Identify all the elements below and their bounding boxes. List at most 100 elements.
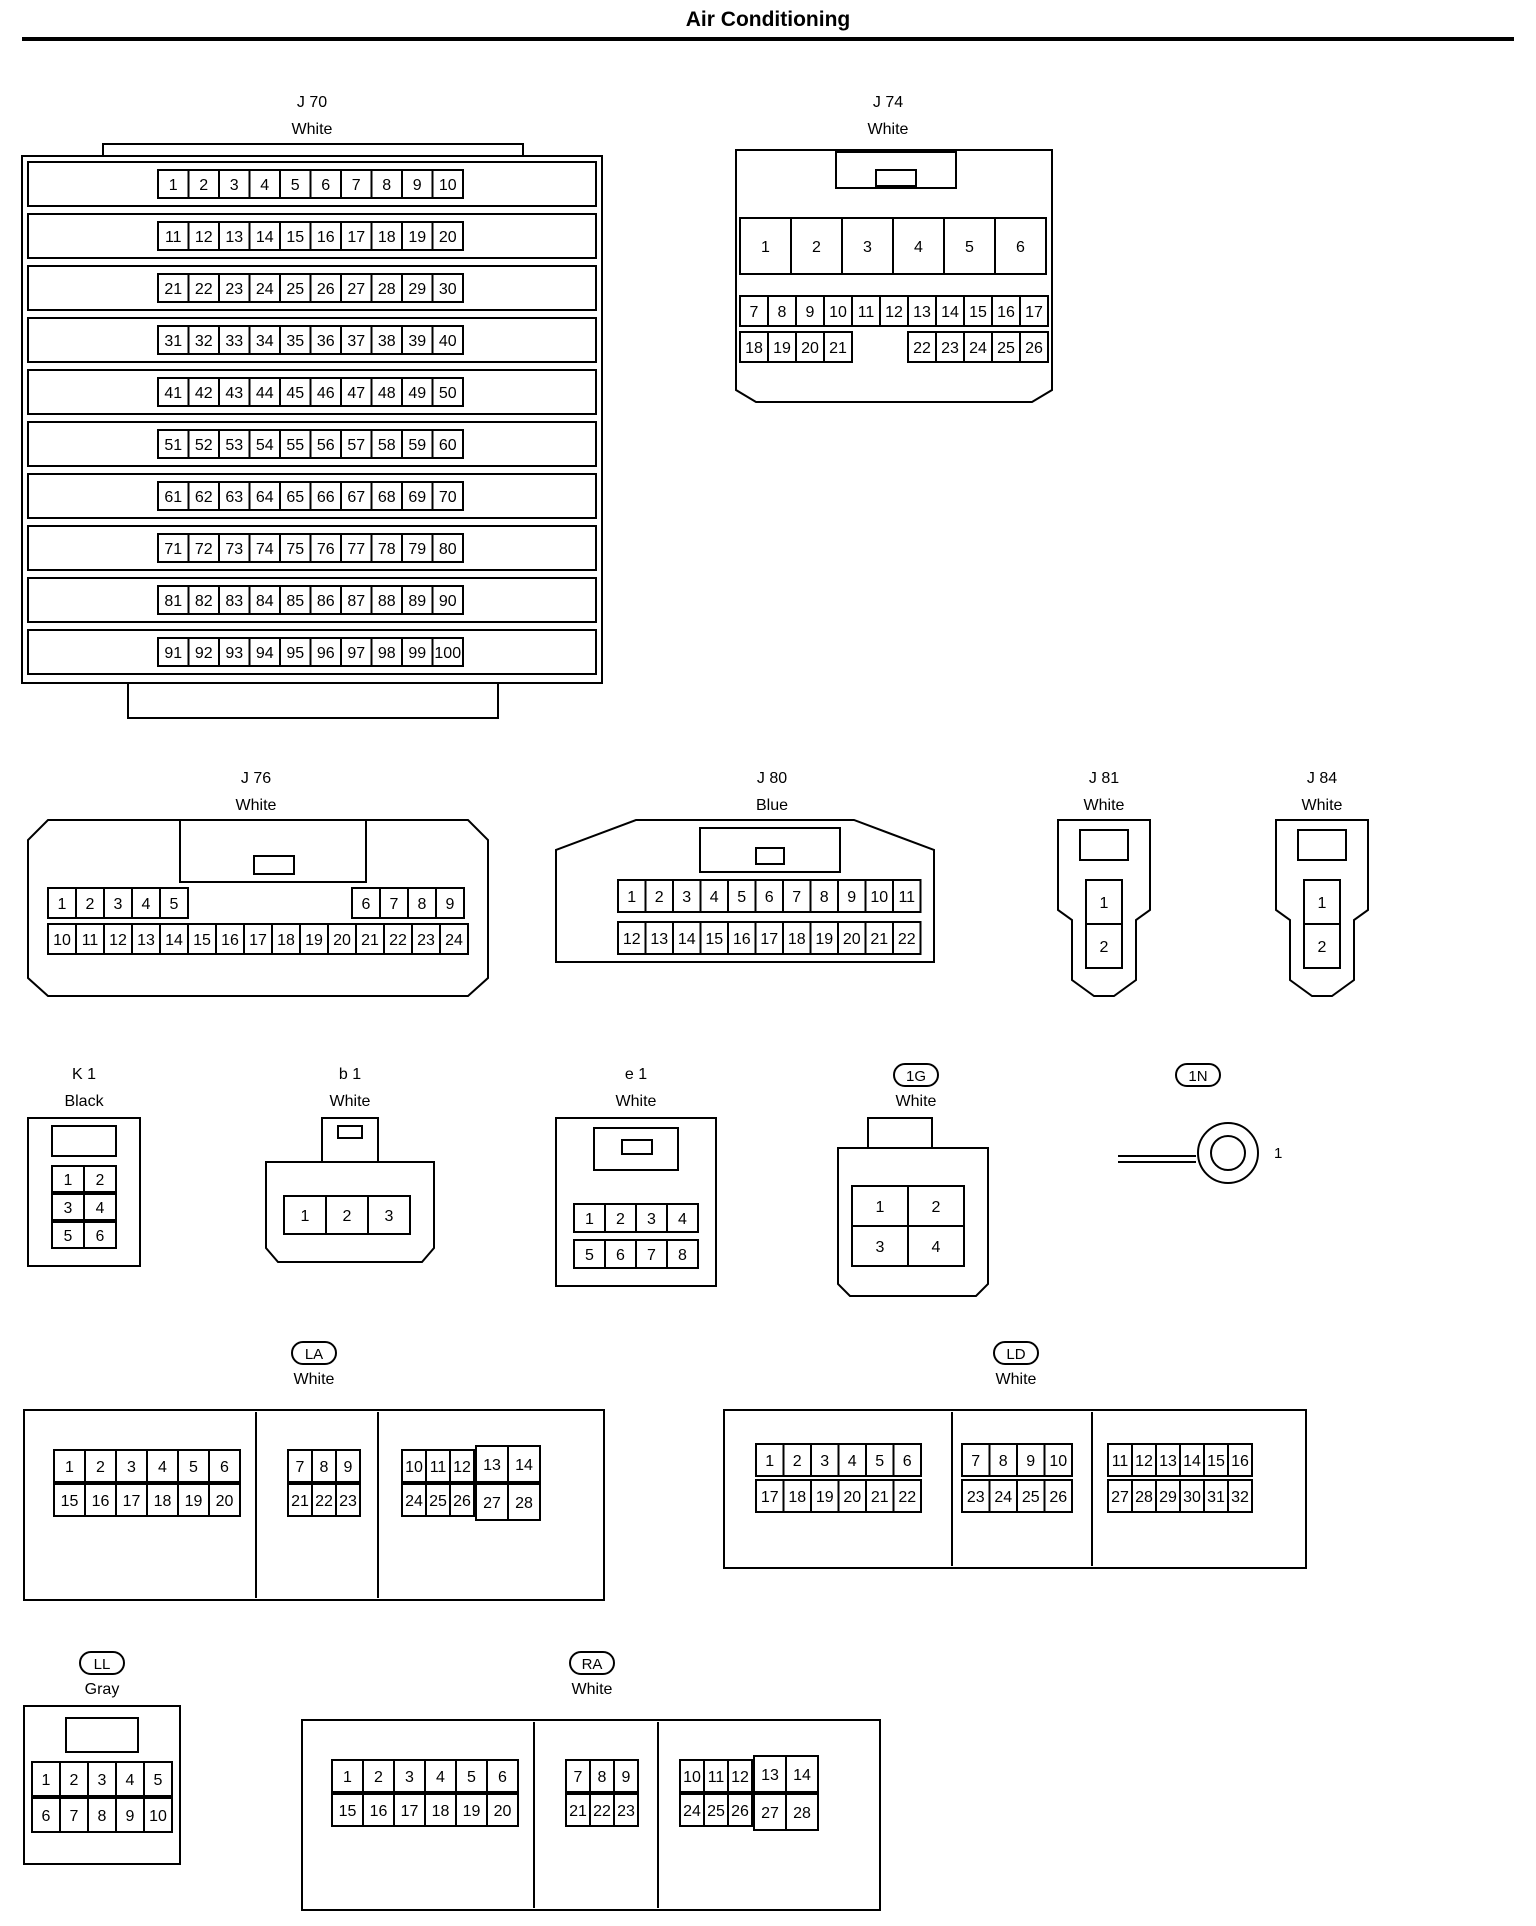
pin-cavity [431,533,464,563]
pin-cavity [449,1483,475,1517]
pin-number: 11 [165,229,182,246]
pin-row-frame [27,161,597,207]
pin-number: 24 [405,1493,423,1510]
pin-number: 16 [92,1493,110,1510]
pin-number: 21 [164,281,182,298]
connector-id-label: LD [1006,1346,1025,1363]
pin-number: 3 [230,177,239,194]
pin-number: 1 [1100,895,1109,912]
housing-outline [23,1409,605,1601]
pin-number: 22 [913,340,931,357]
connector-j81: J 81 White 12 [1057,770,1151,997]
pin-number: 3 [647,1211,656,1228]
pin-grid: 12 [1303,879,1341,969]
pin-number: 2 [70,1772,79,1789]
pin-number: 24 [445,932,463,949]
pin-number: 34 [256,333,274,350]
pin-number: 6 [903,1453,912,1470]
pin-number: 18 [432,1803,450,1820]
pin-number: 3 [127,1459,136,1476]
pin-cavity [431,221,464,251]
pin-number: 37 [347,333,365,350]
pin-number: 3 [682,889,691,906]
pin-number: 7 [971,1453,980,1470]
pin-number: 14 [256,229,274,246]
housing-outline [555,1117,717,1287]
pin-number: 11 [898,889,915,906]
pin-number: 1 [65,1459,74,1476]
pin-number: 17 [760,931,778,948]
pin-cavity [1019,295,1049,327]
pin-number: 21 [569,1803,587,1820]
connector-color-label: White [616,1093,657,1110]
pin-number: 7 [70,1808,79,1825]
connector-color-label: Black [64,1093,104,1110]
connector-color-label: White [236,797,277,814]
pin-number: 7 [390,896,399,913]
pin-number: 10 [405,1459,423,1476]
pin-number: 56 [317,437,335,454]
pin-cavity [1227,1479,1253,1513]
pin-number: 16 [221,932,239,949]
pin-number: 49 [408,385,426,402]
pin-number: 12 [195,229,213,246]
pin-number: 51 [164,437,182,454]
pin-number: 14 [165,932,183,949]
pin-number: 22 [315,1493,333,1510]
housing-outline [21,155,603,684]
pin-number: 57 [347,437,365,454]
pin-cavity [208,1449,241,1483]
pin-row-frame [27,577,597,623]
connector-id-label: RA [582,1656,603,1673]
pin-number: 10 [439,177,457,194]
pin-number: 33 [225,333,243,350]
pin-cavity [449,1449,475,1483]
pin-number: 18 [154,1493,172,1510]
pin-number: 30 [439,281,457,298]
pin-number: 6 [765,889,774,906]
pin-number: 4 [260,177,269,194]
pin-number: 24 [969,340,987,357]
pin-number: 13 [137,932,155,949]
pin-number: 19 [773,340,791,357]
connector-j84: J 84 White 12 [1275,770,1369,997]
pin-number: 22 [195,281,213,298]
pin-number: 47 [347,385,365,402]
pin-number: 7 [574,1769,583,1786]
pin-number: 13 [483,1457,501,1474]
latch-key [621,1139,653,1155]
pin-number: 3 [405,1769,414,1786]
pin-number: 68 [378,489,396,506]
pin-number: 12 [885,304,903,321]
pin-number: 23 [225,281,243,298]
pin-number: 48 [378,385,396,402]
pin-number: 26 [1025,340,1043,357]
pin-number: 8 [418,896,427,913]
housing-latch [867,1117,933,1149]
pin-number: 32 [1231,1489,1249,1506]
connector-color-label: White [330,1093,371,1110]
pin-number: 9 [622,1769,631,1786]
pin-number: 23 [617,1803,635,1820]
connector-id-label: J 84 [1307,770,1337,787]
pin-number: 5 [154,1772,163,1789]
pin-number: 6 [42,1808,51,1825]
pin-number: 8 [999,1453,1008,1470]
pin-number: 22 [389,932,407,949]
housing-latch [593,1127,679,1171]
pin-number: 1 [58,896,67,913]
housing-outline [23,1705,181,1865]
pin-number: 21 [361,932,379,949]
pin-number: 14 [1183,1453,1201,1470]
pin-number: 79 [408,541,426,558]
pin-number: 96 [317,645,335,662]
pin-number: 17 [401,1803,419,1820]
housing-latch [835,151,957,189]
pin-number: 1 [64,1172,73,1189]
